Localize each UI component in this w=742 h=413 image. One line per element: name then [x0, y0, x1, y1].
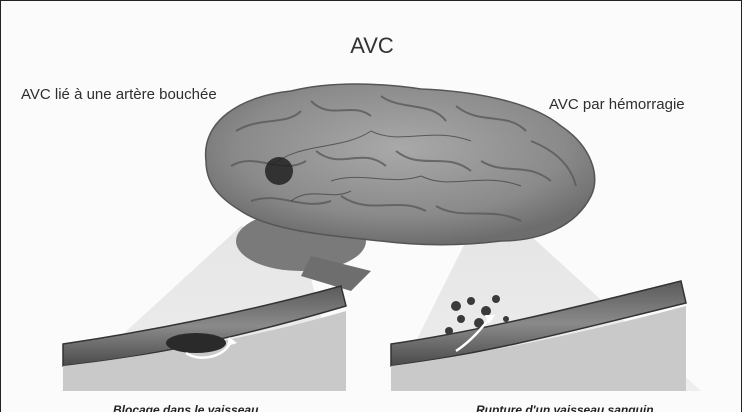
clot-area [265, 157, 293, 185]
brain [206, 84, 595, 245]
label-blocked-artery: AVC lié à une artère bouchée [21, 86, 217, 103]
caption-rupture: Rupture d'un vaisseau sanguin [476, 403, 654, 412]
caption-blockage: Blocage dans le vaisseau [113, 403, 258, 412]
label-hemorrhage: AVC par hémorragie [549, 96, 685, 113]
diagram-title: AVC [1, 33, 742, 59]
